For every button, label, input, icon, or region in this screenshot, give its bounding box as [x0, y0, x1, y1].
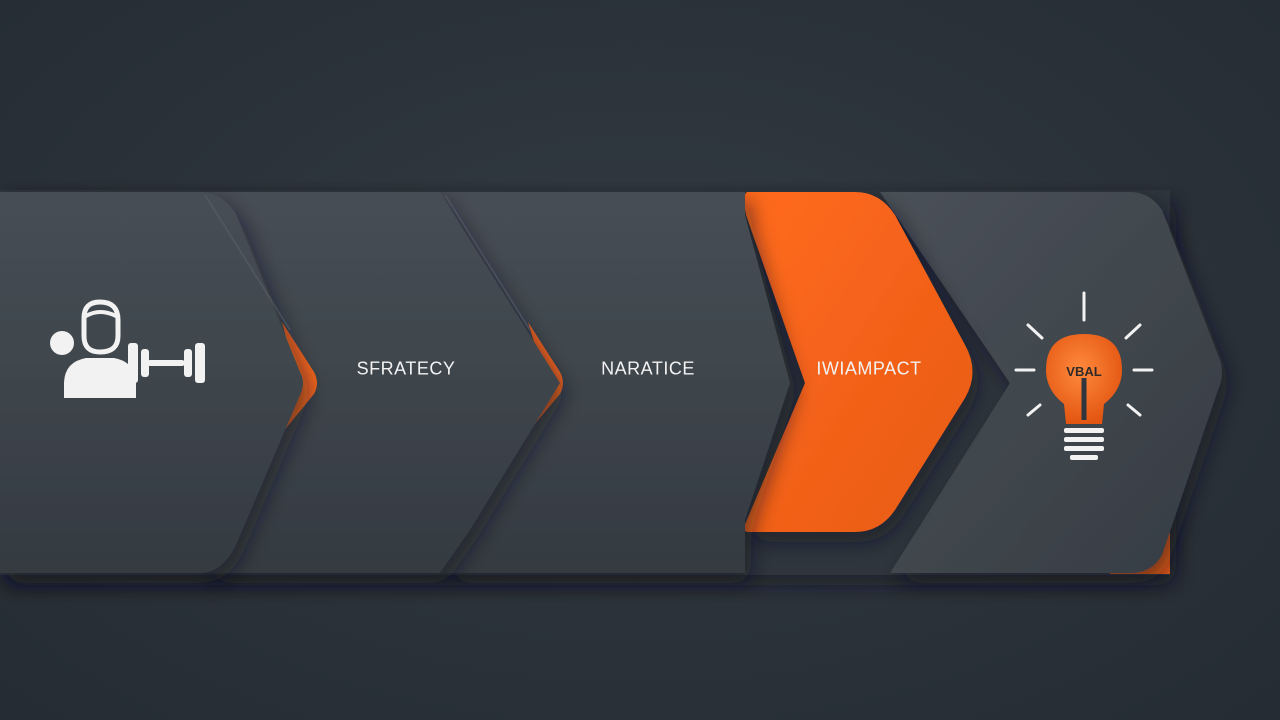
step-4-chevron	[744, 192, 973, 532]
lightbulb-icon: VBAL	[1014, 291, 1154, 460]
person-dumbbell-icon	[50, 299, 205, 398]
step-3-chevron	[440, 192, 790, 573]
step-2-label: SFRATECY	[356, 358, 456, 379]
bulb-label: VBAL	[1066, 364, 1101, 379]
step-4-label: IWIAMPACT	[816, 358, 922, 379]
step-2-chevron	[200, 192, 560, 573]
step-3-label: NARATICE	[601, 358, 695, 379]
step-1-chevron	[0, 192, 303, 573]
